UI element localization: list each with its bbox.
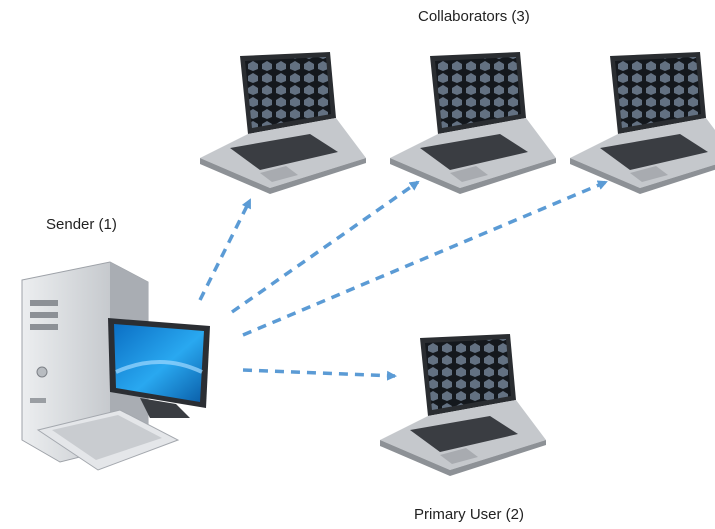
collaborator-laptop-2-icon bbox=[390, 52, 556, 194]
collaborator-laptop-1-icon bbox=[200, 52, 366, 194]
primary-user-laptop-icon bbox=[380, 334, 546, 476]
arrows bbox=[198, 180, 608, 381]
arrow-to-collaborator-2 bbox=[230, 180, 420, 314]
collaborators-label: Collaborators (3) bbox=[418, 8, 530, 25]
collaborator-laptop-3-icon bbox=[570, 52, 715, 194]
arrow-to-collaborator-1 bbox=[198, 198, 252, 301]
sender-label: Sender (1) bbox=[46, 216, 117, 233]
arrow-to-collaborator-3 bbox=[242, 180, 608, 337]
sender-desktop-computer-icon bbox=[21, 261, 210, 471]
primary-user-label: Primary User (2) bbox=[414, 506, 525, 523]
arrow-to-primary-user bbox=[242, 368, 397, 381]
